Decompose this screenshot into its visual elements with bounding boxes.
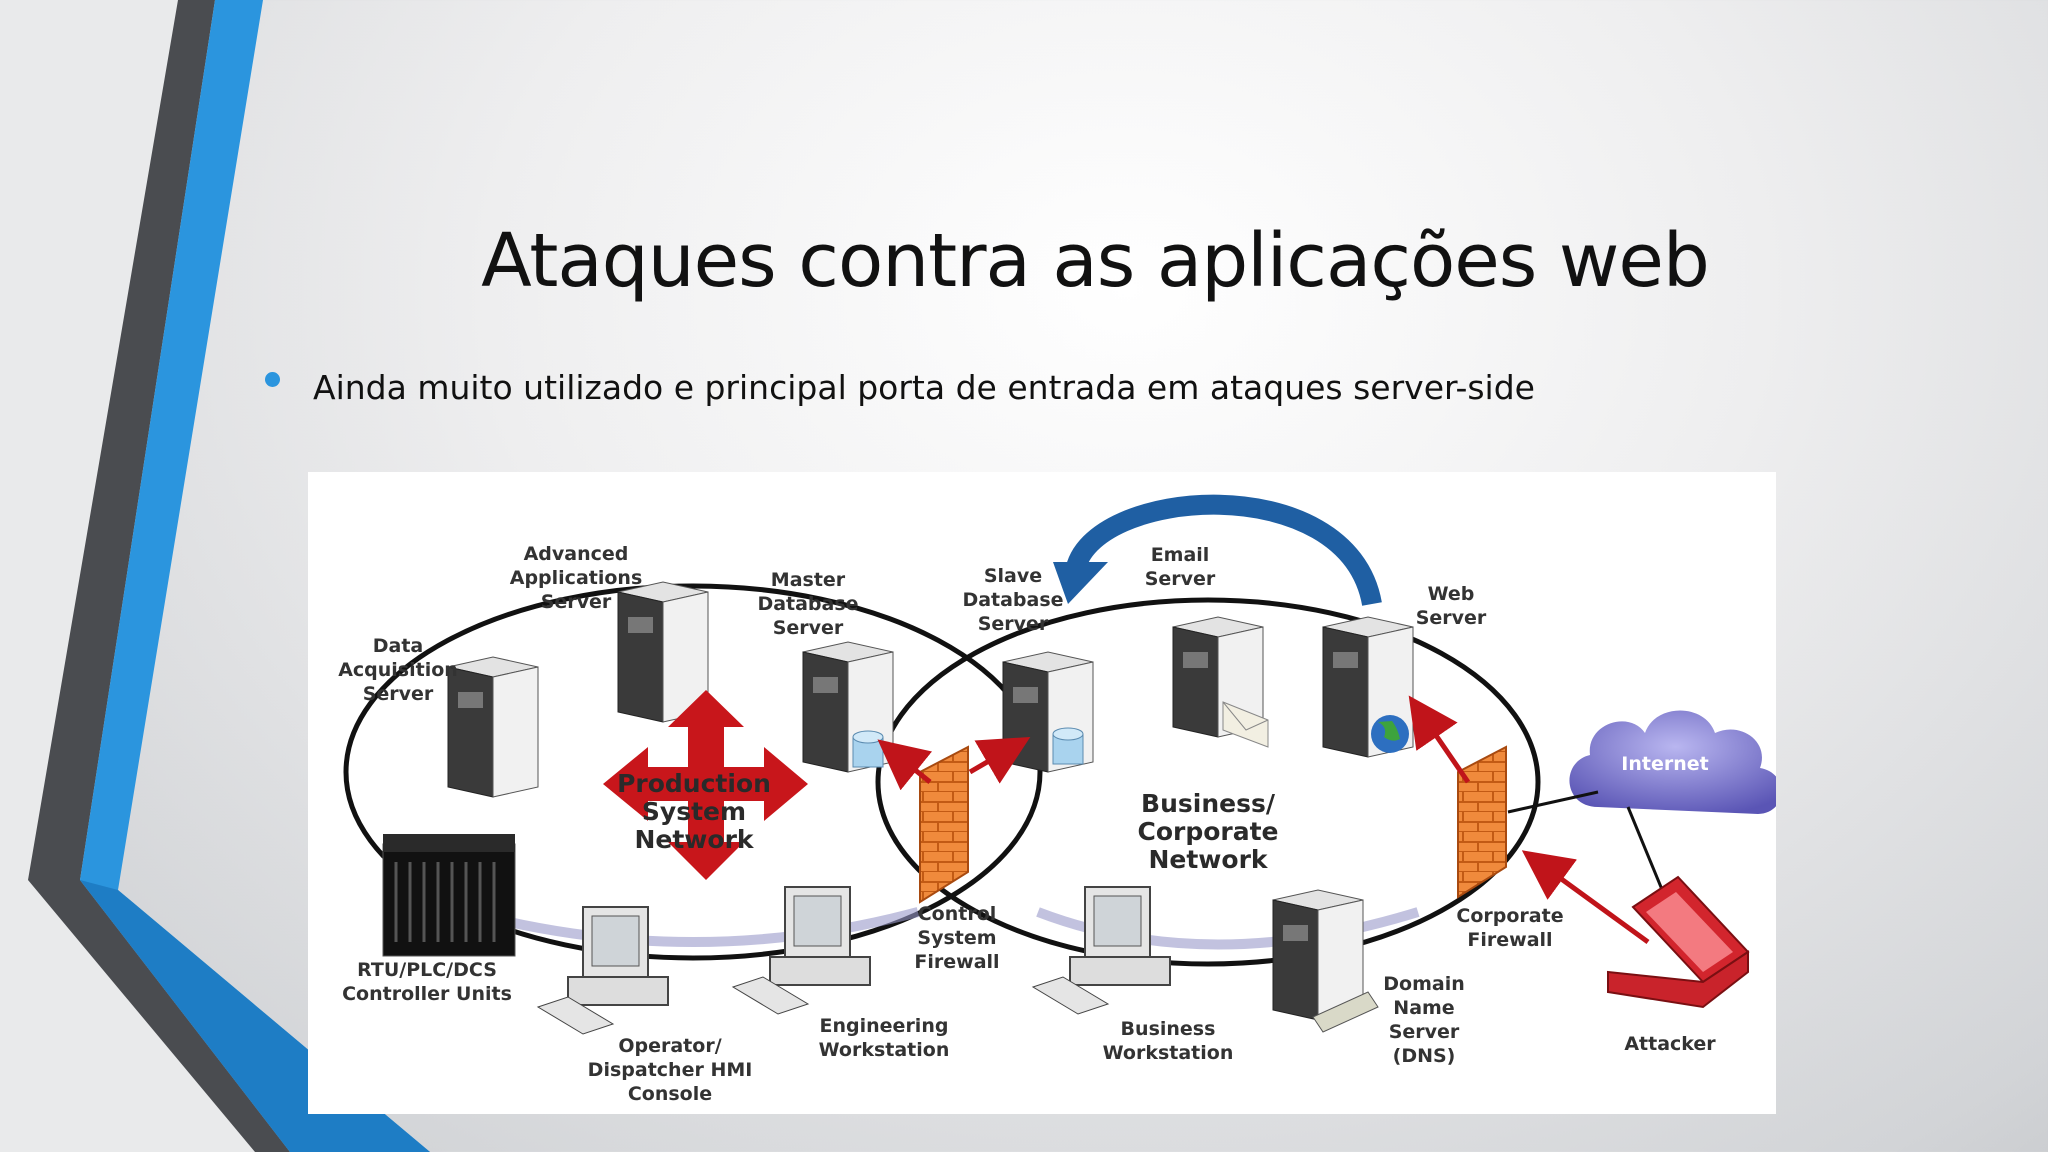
label-advanced-applications-server: Advanced Applications Server [509, 543, 643, 613]
server-icon [447, 656, 539, 798]
label-corporate-firewall: Corporate Firewall [1456, 905, 1564, 951]
server-icon [802, 641, 894, 773]
dns-device-icon [1312, 991, 1379, 1033]
firewall-icon [919, 745, 969, 904]
curved-arrow [1065, 494, 1382, 607]
workstation-icon [1031, 886, 1171, 1015]
workstation-icon [536, 906, 669, 1035]
label-control-firewall: Control System Firewall [914, 903, 1000, 973]
label-master-database-server: Master Database Server [757, 569, 859, 639]
curved-arrow-head [1053, 562, 1108, 604]
firewall-icon [1457, 745, 1507, 899]
cloud-icon [1507, 710, 1776, 893]
globe-icon [1371, 715, 1409, 753]
bullet-dot [265, 372, 280, 387]
label-attacker: Attacker [1624, 1033, 1716, 1055]
label-production-network: Production System Network [617, 769, 771, 854]
envelope-icon [1222, 701, 1269, 748]
workstation-icon [731, 886, 871, 1015]
label-web-server: Web Server [1415, 583, 1487, 629]
server-icon [1272, 889, 1364, 1021]
label-rtu: RTU/PLC/DCS Controller Units [342, 959, 512, 1005]
network-diagram: Data Acquisition Server Advanced Applica… [308, 472, 1776, 1114]
label-business-workstation: Business Workstation [1102, 1018, 1234, 1064]
network-diagram-graphics [343, 494, 1776, 1035]
bullet-text: Ainda muito utilizado e principal porta … [313, 368, 1535, 407]
database-icon [1052, 727, 1084, 765]
label-operator-console: Operator/ Dispatcher HMI Console [587, 1035, 753, 1105]
attack-arrows [877, 695, 1650, 945]
label-email-server: Email Server [1144, 544, 1216, 590]
label-dns-server: Domain Name Server (DNS) [1383, 973, 1465, 1067]
label-engineering-workstation: Engineering Workstation [818, 1015, 950, 1061]
cross-arrows-icon [603, 690, 808, 880]
controller-rack-icon [382, 834, 516, 957]
server-icon [617, 581, 709, 723]
slide-title: Ataques contra as aplicações web [481, 218, 1710, 304]
laptop-icon [1607, 875, 1750, 1009]
label-data-acquisition-server: Data Acquisition Server [338, 635, 458, 705]
label-internet: Internet [1621, 753, 1709, 775]
label-business-network: Business/ Corporate Network [1137, 789, 1279, 874]
database-icon [852, 730, 884, 768]
label-slave-database-server: Slave Database Server [962, 565, 1064, 635]
production-ring [343, 583, 1043, 961]
